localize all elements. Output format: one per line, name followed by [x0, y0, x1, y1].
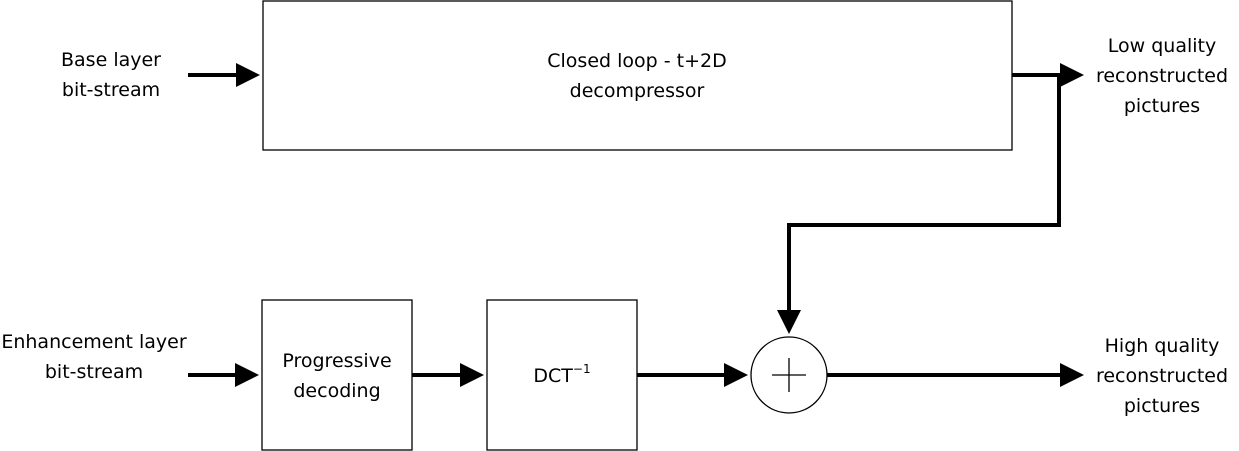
low-quality-output-label: Low quality reconstructed pictures	[1095, 35, 1229, 117]
decompressor-label: Closed loop - t+2D decompressor	[547, 50, 727, 102]
progressive-decoding-label: Progressive decoding	[282, 350, 392, 402]
base-layer-input-label: Base layer bit-stream	[61, 49, 161, 101]
enhancement-layer-input-label: Enhancement layer bit-stream	[1, 331, 187, 383]
decompressor-block	[262, 0, 1013, 151]
inverse-dct-block	[486, 299, 638, 451]
high-quality-output-label: High quality reconstructed pictures	[1095, 335, 1229, 417]
feedback-arrow	[777, 75, 1061, 334]
dct-superscript: −1	[572, 362, 591, 376]
progressive-decoding-block	[261, 299, 413, 451]
inverse-dct-label: DCT−1	[533, 361, 590, 391]
adder-plus-icon	[772, 358, 806, 392]
dct-text: DCT	[533, 365, 573, 387]
